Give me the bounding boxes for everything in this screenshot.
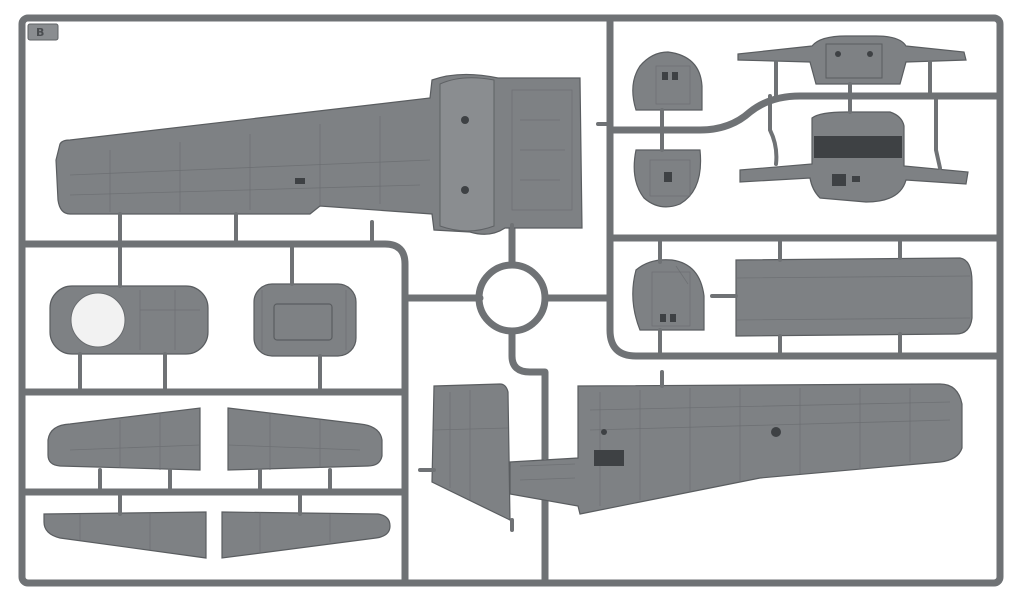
cockpit-panel-part-top bbox=[737, 35, 967, 98]
upper-wing-part bbox=[55, 73, 583, 235]
fuselage-half-part bbox=[509, 370, 963, 515]
stabilizer-part-right bbox=[227, 407, 383, 471]
wing-gates bbox=[118, 122, 612, 246]
side-panel-round-part bbox=[632, 236, 705, 358]
bulkhead-part-top bbox=[632, 51, 703, 132]
sprue-tag: B bbox=[27, 23, 59, 41]
sprue-frame bbox=[18, 14, 1004, 587]
elevator-part-left bbox=[43, 511, 207, 559]
stabilizer-gates bbox=[98, 468, 332, 494]
bulkhead-part-bottom bbox=[633, 128, 702, 208]
stabilizer-part-left bbox=[47, 407, 201, 471]
tail-fin-part bbox=[418, 383, 514, 532]
elevator-gates bbox=[118, 490, 302, 516]
flap-panel-part bbox=[710, 236, 973, 358]
nacelle-part-right bbox=[253, 242, 357, 394]
elevator-part-right bbox=[221, 511, 391, 559]
svg-text:B: B bbox=[36, 26, 44, 39]
sprue-hub-ring bbox=[475, 261, 549, 335]
nacelle-part-left bbox=[49, 242, 209, 394]
cockpit-panel-part-bottom bbox=[739, 94, 969, 203]
